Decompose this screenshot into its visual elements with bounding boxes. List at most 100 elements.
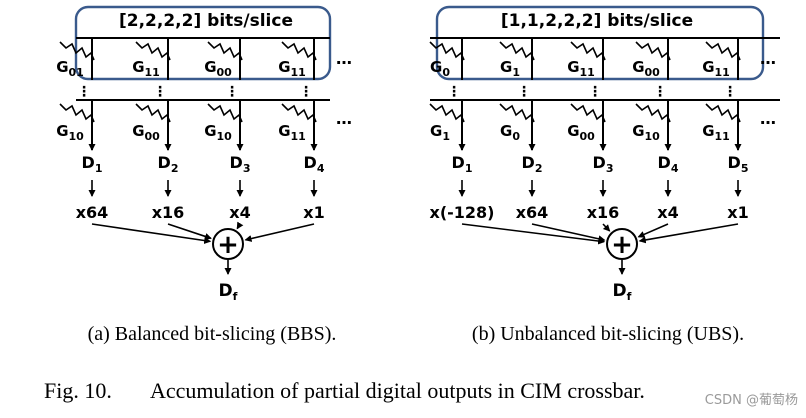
row-ellipsis: … (760, 49, 776, 68)
partial-output-label: D2 (158, 153, 179, 175)
partial-output-label-base: D (593, 153, 606, 172)
conductance-label-row1: G11 (132, 58, 160, 79)
conductance-label-row2-sub: 00 (580, 130, 596, 143)
conductance-label-row1-base: G (56, 58, 68, 76)
slice-highlight-box (74, 5, 332, 81)
conductance-cell-row1 (570, 41, 606, 61)
conductance-cell-row1 (635, 41, 671, 61)
conductance-cell-row1 (499, 41, 535, 61)
conductance-cell-row2-zigzag (635, 103, 671, 123)
conductance-label-row2-base: G (278, 122, 290, 140)
conductance-cell-row1-zigzag (59, 41, 95, 61)
column-vertical-ellipsis: ⋮ (77, 84, 91, 100)
conductance-cell-row1-zigzag (499, 41, 535, 61)
conductance-cell-row2-zigzag (59, 103, 95, 123)
conductance-label-row2-sub: 10 (69, 130, 85, 143)
weight-multiplier-label: x64 (516, 203, 549, 222)
slice-bits-label: [2,2,2,2] bits/slice (119, 11, 293, 31)
conductance-label-row2: G11 (702, 122, 730, 143)
partial-output-label: D1 (82, 153, 103, 175)
weight-multiplier-label: x16 (587, 203, 620, 222)
conductance-label-row1: G01 (56, 58, 84, 79)
partial-output-label: D3 (593, 153, 614, 175)
conductance-label-row1-base: G (567, 58, 579, 76)
conductance-cell-row2 (59, 103, 95, 123)
conductance-label-row2: G00 (132, 122, 160, 143)
partial-output-label-sub: 1 (95, 162, 103, 175)
panel-ubs: [1,1,2,2,2] bits/slice……⋮G0G1D1x(-128)⋮G… (429, 5, 780, 345)
column-vertical-ellipsis: ⋮ (517, 84, 531, 100)
conductance-label-row1-base: G (278, 58, 290, 76)
column-vertical-ellipsis: ⋮ (299, 84, 313, 100)
conductance-cell-row1-zigzag (705, 41, 741, 61)
conductance-label-row1-base: G (500, 58, 512, 76)
conductance-cell-row1 (429, 41, 465, 61)
conductance-cell-row2-zigzag (281, 103, 317, 123)
conductance-label-row2-sub: 10 (645, 130, 661, 143)
figure-caption-label: Fig. 10. (44, 378, 112, 403)
weight-multiplier-label: x4 (657, 203, 678, 222)
conductance-label-row2: G11 (278, 122, 306, 143)
conductance-label-row1: G11 (702, 58, 730, 79)
conductance-label-row2-base: G (702, 122, 714, 140)
weight-multiplier-label: x1 (303, 203, 324, 222)
conductance-label-row2-base: G (56, 122, 68, 140)
final-output-label: Df (613, 281, 632, 303)
to-summation-arrow (167, 223, 212, 240)
conductance-cell-row1 (135, 41, 171, 61)
conductance-label-row1-sub: 01 (69, 66, 84, 79)
conductance-cell-row2-zigzag (499, 103, 535, 123)
conductance-label-row1-sub: 00 (645, 66, 661, 79)
partial-output-label: D3 (230, 153, 251, 175)
conductance-cell-row2-zigzag (570, 103, 606, 123)
conductance-cell-row2 (135, 103, 171, 123)
conductance-label-row1-sub: 1 (512, 66, 520, 79)
final-output-label-base: D (219, 281, 233, 301)
weight-multiplier-label: x1 (727, 203, 748, 222)
partial-output-label-base: D (658, 153, 671, 172)
conductance-label-row2-sub: 0 (512, 130, 520, 143)
conductance-label-row1: G00 (204, 58, 232, 79)
conductance-label-row2: G1 (430, 122, 450, 143)
panel-caption: (b) Unbalanced bit-slicing (UBS). (472, 323, 744, 345)
conductance-cell-row2-zigzag (705, 103, 741, 123)
partial-output-label-base: D (82, 153, 95, 172)
conductance-label-row2-sub: 00 (145, 130, 161, 143)
to-summation-arrow (638, 223, 739, 244)
conductance-cell-row2-zigzag (207, 103, 243, 123)
column-vertical-ellipsis: ⋮ (225, 84, 239, 100)
weight-multiplier-label: x4 (229, 203, 250, 222)
conductance-cell-row2 (207, 103, 243, 123)
summation-node (212, 228, 244, 260)
partial-output-label: D1 (452, 153, 473, 175)
to-summation-arrow (602, 223, 611, 232)
final-output-label-sub: f (627, 290, 632, 303)
conductance-label-row1: G00 (632, 58, 660, 79)
conductance-label-row1: G1 (500, 58, 520, 79)
conductance-label-row2-base: G (632, 122, 644, 140)
partial-output-label: D5 (728, 153, 749, 175)
conductance-label-row2-sub: 1 (442, 130, 450, 143)
conductance-label-row1: G11 (567, 58, 595, 79)
conductance-label-row1-sub: 11 (580, 66, 595, 79)
panel-caption: (a) Balanced bit-slicing (BBS). (88, 323, 337, 345)
conductance-label-row2: G10 (204, 122, 232, 143)
conductance-cell-row2 (429, 103, 465, 123)
column-vertical-ellipsis: ⋮ (588, 84, 602, 100)
partial-output-label-base: D (304, 153, 317, 172)
partial-output-label-base: D (230, 153, 243, 172)
partial-output-label-sub: 3 (606, 162, 614, 175)
weight-multiplier-label: x(-128) (430, 203, 495, 222)
final-output-label-sub: f (233, 290, 238, 303)
figure-caption-text: Accumulation of partial digital outputs … (150, 378, 645, 403)
conductance-cell-row2 (281, 103, 317, 123)
conductance-label-row2: G00 (567, 122, 595, 143)
partial-output-label: D4 (304, 153, 325, 175)
partial-output-label-sub: 2 (171, 162, 179, 175)
